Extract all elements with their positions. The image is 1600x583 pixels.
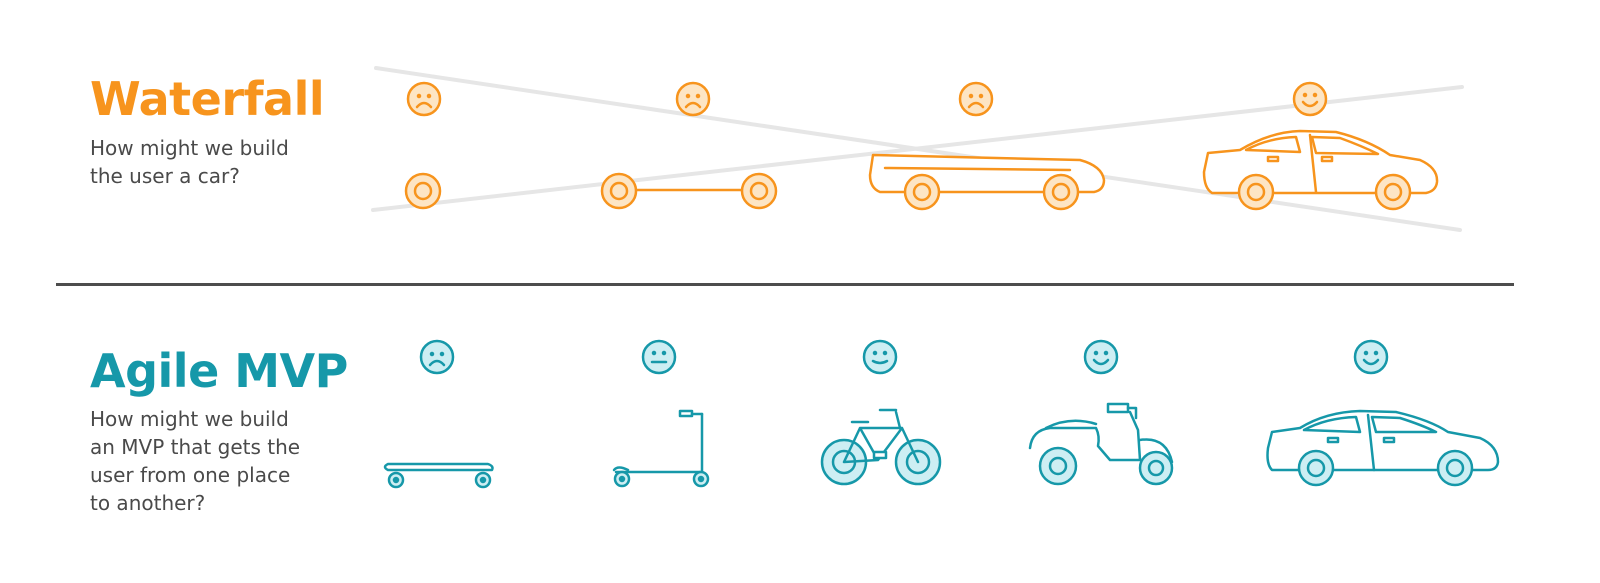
waterfall-cross-lines [371, 66, 1464, 232]
section-divider [56, 283, 1514, 286]
car-chassis-icon [868, 153, 1106, 211]
car-icon [1202, 129, 1439, 211]
happy-face-icon [1292, 81, 1328, 117]
sad-face-icon [406, 81, 442, 117]
slight-smile-face-icon [862, 339, 898, 375]
skateboard-icon [383, 462, 494, 489]
agile-subtitle: How might we build an MVP that gets the … [90, 407, 301, 515]
bicycle-icon [820, 408, 942, 486]
neutral-face-icon [641, 339, 677, 375]
waterfall-title: Waterfall [90, 72, 325, 126]
happy-face-icon [1353, 339, 1389, 375]
scooter-icon [612, 409, 710, 488]
waterfall-subtitle: How might we build the user a car? [90, 136, 289, 188]
sad-face-icon [419, 339, 455, 375]
motor-scooter-icon [1028, 402, 1174, 486]
axle-icon [600, 172, 778, 210]
wheel-icon [404, 172, 442, 210]
sad-face-icon [675, 81, 711, 117]
car-icon [1266, 409, 1500, 487]
sad-face-icon [958, 81, 994, 117]
agile-title: Agile MVP [90, 344, 348, 398]
happy-face-icon [1083, 339, 1119, 375]
